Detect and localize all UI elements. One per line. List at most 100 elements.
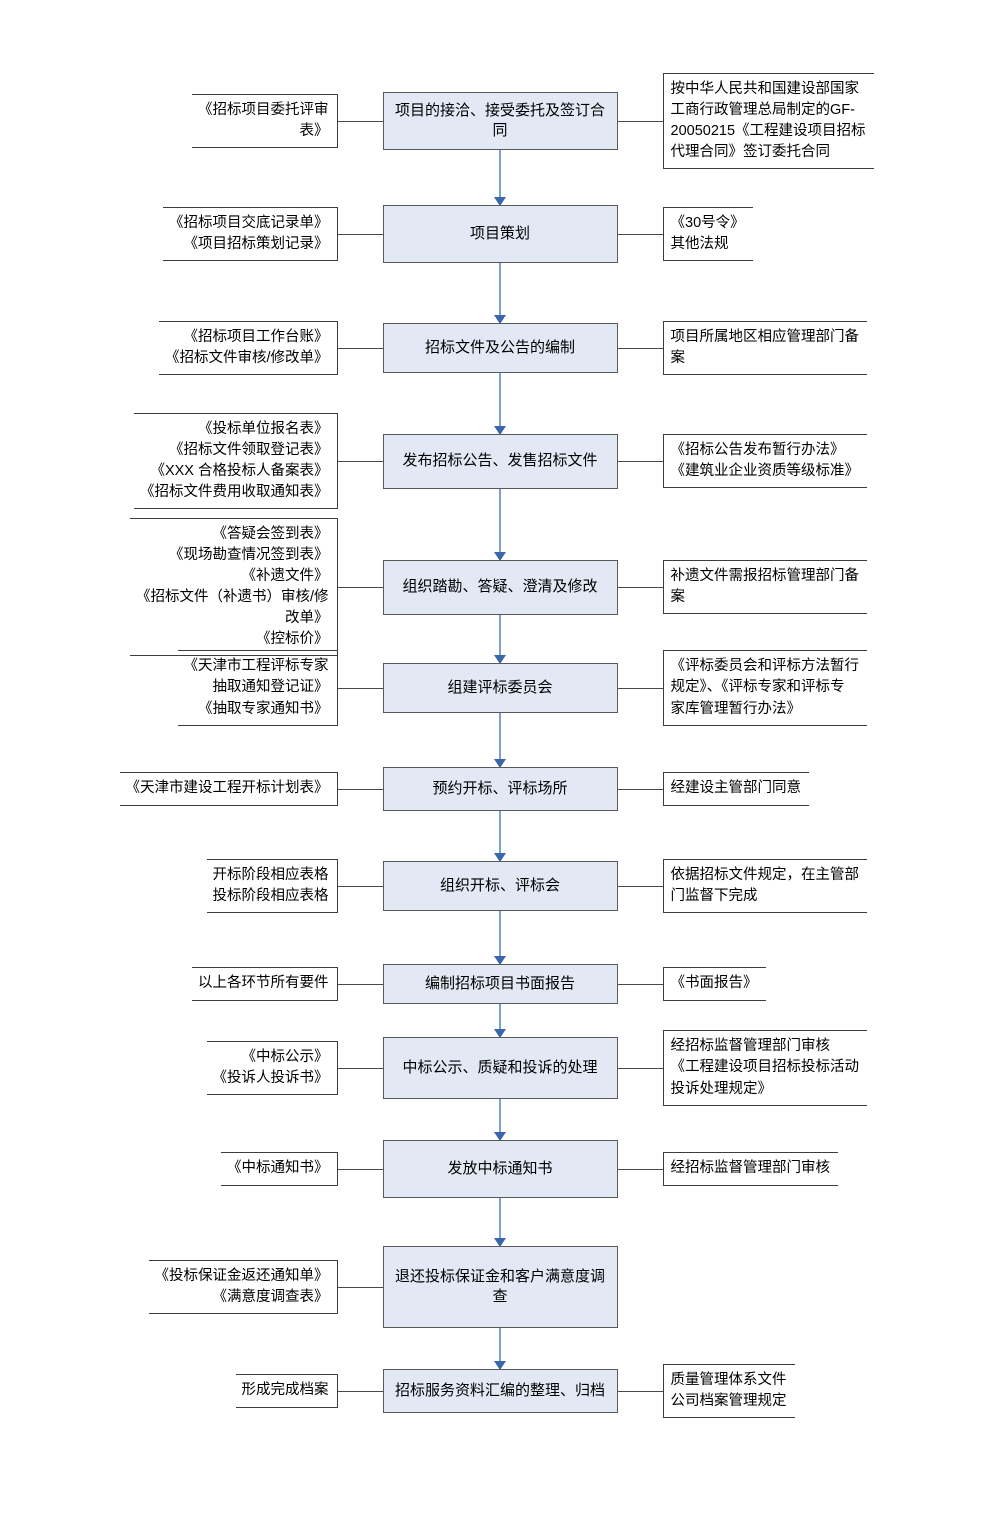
process-node-10[interactable]: 中标公示、质疑和投诉的处理 [382, 1037, 618, 1099]
flow-row-1: 《招标项目委托评审 表》 项目的接洽、接受委托及签订合 同 按中华人民共和国建设部国… [0, 31, 1000, 211]
reference-regulation-bracket: 补遗文件需报招标管理部门备 案 [662, 559, 867, 615]
right-annotation-cell-11: 经招标监督管理部门审核 [662, 1152, 1000, 1186]
left-annotation-cell-3: 《招标项目工作台账》 《招标文件审核/修改单》 [0, 320, 338, 376]
flow-arrow-4-to-5 [494, 488, 506, 561]
process-node-1[interactable]: 项目的接洽、接受委托及签订合 同 [382, 92, 618, 150]
reference-regulation-bracket: 经建设主管部门同意 [662, 772, 809, 806]
left-connector-line [337, 788, 383, 790]
input-document-bracket: 以上各环节所有要件 [192, 967, 338, 1001]
flow-arrow-6-to-7 [494, 713, 506, 768]
right-annotation-cell-3: 项目所属地区相应管理部门备 案 [662, 320, 1000, 376]
process-node-label: 中标公示、质疑和投诉的处理 [402, 1058, 598, 1076]
right-annotation-cell-2: 《30号令》 其他法规 [662, 206, 1000, 262]
input-document-bracket: 《招标项目委托评审 表》 [192, 93, 338, 149]
left-annotation-cell-11: 《中标通知书》 [0, 1152, 338, 1186]
right-connector-line [617, 1067, 663, 1069]
left-connector-line [337, 983, 383, 985]
flow-row-4: 《投标单位报名表》 《招标文件领取登记表》 《XXX 合格投标人备案表》 《招标… [0, 371, 1000, 551]
left-connector-line [337, 1286, 383, 1288]
right-connector-line [617, 983, 663, 985]
reference-regulation-bracket: 质量管理体系文件 公司档案管理规定 [662, 1363, 795, 1419]
right-connector-line [617, 460, 663, 462]
left-annotation-cell-1: 《招标项目委托评审 表》 [0, 93, 338, 149]
left-annotation-cell-13: 形成完成档案 [0, 1374, 338, 1408]
left-connector-line [337, 885, 383, 887]
process-node-11[interactable]: 发放中标通知书 [382, 1140, 618, 1198]
process-node-label: 项目的接洽、接受委托及签订合 同 [394, 101, 605, 139]
process-node-label: 招标服务资料汇编的整理、归档 [394, 1381, 605, 1399]
process-node-label: 发放中标通知书 [447, 1159, 553, 1177]
flow-row-11: 《中标通知书》 发放中标通知书 经招标监督管理部门审核 [0, 1079, 1000, 1259]
process-node-label: 组织开标、评标会 [439, 876, 560, 894]
process-node-5[interactable]: 组织踏勘、答疑、澄清及修改 [382, 559, 618, 615]
input-document-bracket: 开标阶段相应表格 投标阶段相应表格 [206, 858, 338, 914]
right-connector-line [617, 586, 663, 588]
flow-row-10: 《中标公示》 《投诉人投诉书》 中标公示、质疑和投诉的处理 经招标监督管理部门审核 … [0, 978, 1000, 1158]
right-connector-line [617, 1390, 663, 1392]
right-connector-line [617, 347, 663, 349]
process-node-label: 项目策划 [469, 224, 530, 242]
left-annotation-cell-9: 以上各环节所有要件 [0, 967, 338, 1001]
right-connector-line [617, 885, 663, 887]
flow-row-9: 以上各环节所有要件 编制招标项目书面报告 《书面报告》 [0, 894, 1000, 1074]
process-node-8[interactable]: 组织开标、评标会 [382, 861, 618, 911]
left-connector-line [337, 687, 383, 689]
process-node-label: 组建评标委员会 [447, 678, 553, 696]
flow-row-7: 《天津市建设工程开标计划表》 预约开标、评标场所 经建设主管部门同意 [0, 699, 1000, 879]
reference-regulation-bracket: 项目所属地区相应管理部门备 案 [662, 320, 867, 376]
process-node-7[interactable]: 预约开标、评标场所 [382, 767, 618, 811]
left-annotation-cell-4: 《投标单位报名表》 《招标文件领取登记表》 《XXX 合格投标人备案表》 《招标… [0, 412, 338, 510]
right-annotation-cell-6: 《评标委员会和评标方法暂行 规定》、《评标专家和评标专 家库管理暂行办法》 [662, 650, 1000, 726]
process-node-4[interactable]: 发布招标公告、发售招标文件 [382, 433, 618, 489]
right-annotation-cell-5: 补遗文件需报招标管理部门备 案 [662, 559, 1000, 615]
flow-arrow-12-to-13 [494, 1328, 506, 1370]
input-document-bracket: 《答疑会签到表》 《现场勘查情况签到表》 《补遗文件》 《招标文件（补遗书）审核… [129, 517, 338, 657]
right-annotation-cell-9: 《书面报告》 [662, 967, 1000, 1001]
right-connector-line [617, 1168, 663, 1170]
flow-arrow-9-to-10 [494, 1004, 506, 1038]
process-node-2[interactable]: 项目策划 [382, 205, 618, 263]
flow-arrow-7-to-8 [494, 811, 506, 862]
left-connector-line [337, 1168, 383, 1170]
process-node-13[interactable]: 招标服务资料汇编的整理、归档 [382, 1369, 618, 1413]
flow-row-5: 《答疑会签到表》 《现场勘查情况签到表》 《补遗文件》 《招标文件（补遗书）审核… [0, 497, 1000, 677]
right-annotation-cell-7: 经建设主管部门同意 [662, 772, 1000, 806]
flow-row-6: 《天津市工程评标专家 抽取通知登记证》 《抽取专家通知书》 组建评标委员会 《评标委… [0, 598, 1000, 778]
flow-arrow-10-to-11 [494, 1099, 506, 1141]
right-connector-line [617, 687, 663, 689]
reference-regulation-bracket: 《书面报告》 [662, 967, 766, 1001]
process-node-9[interactable]: 编制招标项目书面报告 [382, 964, 618, 1004]
right-connector-line [617, 120, 663, 122]
process-node-label: 预约开标、评标场所 [432, 779, 568, 797]
reference-regulation-bracket: 按中华人民共和国建设部国家 工商行政管理总局制定的GF- 20050215《工程… [662, 72, 874, 170]
left-annotation-cell-2: 《招标项目交底记录单》 《项目招标策划记录》 [0, 206, 338, 262]
reference-regulation-bracket: 经招标监督管理部门审核 [662, 1152, 838, 1186]
input-document-bracket: 《招标项目交底记录单》 《项目招标策划记录》 [163, 206, 338, 262]
process-node-6[interactable]: 组建评标委员会 [382, 663, 618, 713]
flow-arrow-1-to-2 [494, 150, 506, 206]
right-connector-line [617, 788, 663, 790]
process-node-label: 发布招标公告、发售招标文件 [402, 451, 598, 469]
input-document-bracket: 《天津市工程评标专家 抽取通知登记证》 《抽取专家通知书》 [177, 650, 338, 726]
left-annotation-cell-10: 《中标公示》 《投诉人投诉书》 [0, 1040, 338, 1096]
right-annotation-cell-4: 《招标公告发布暂行办法》 《建筑业企业资质等级标准》 [662, 433, 1000, 489]
left-connector-line [337, 120, 383, 122]
left-connector-line [337, 586, 383, 588]
process-node-label: 退还投标保证金和客户满意度调 查 [394, 1267, 605, 1305]
right-annotation-cell-1: 按中华人民共和国建设部国家 工商行政管理总局制定的GF- 20050215《工程… [662, 72, 1000, 170]
left-annotation-cell-6: 《天津市工程评标专家 抽取通知登记证》 《抽取专家通知书》 [0, 650, 338, 726]
left-annotation-cell-7: 《天津市建设工程开标计划表》 [0, 772, 338, 806]
right-annotation-cell-10: 经招标监督管理部门审核 《工程建设项目招标投标活动 投诉处理规定》 [662, 1030, 1000, 1106]
right-annotation-cell-13: 质量管理体系文件 公司档案管理规定 [662, 1363, 1000, 1419]
left-connector-line [337, 347, 383, 349]
left-annotation-cell-5: 《答疑会签到表》 《现场勘查情况签到表》 《补遗文件》 《招标文件（补遗书）审核… [0, 517, 338, 657]
process-node-3[interactable]: 招标文件及公告的编制 [382, 323, 618, 373]
input-document-bracket: 《招标项目工作台账》 《招标文件审核/修改单》 [158, 320, 338, 376]
reference-regulation-bracket: 经招标监督管理部门审核 《工程建设项目招标投标活动 投诉处理规定》 [662, 1030, 867, 1106]
flow-row-2: 《招标项目交底记录单》 《项目招标策划记录》 项目策划 《30号令》 其他法规 [0, 144, 1000, 324]
left-connector-line [337, 233, 383, 235]
process-node-12[interactable]: 退还投标保证金和客户满意度调 查 [382, 1246, 618, 1328]
input-document-bracket: 《天津市建设工程开标计划表》 [119, 772, 338, 806]
left-annotation-cell-12: 《投标保证金返还通知单》 《满意度调查表》 [0, 1259, 338, 1315]
